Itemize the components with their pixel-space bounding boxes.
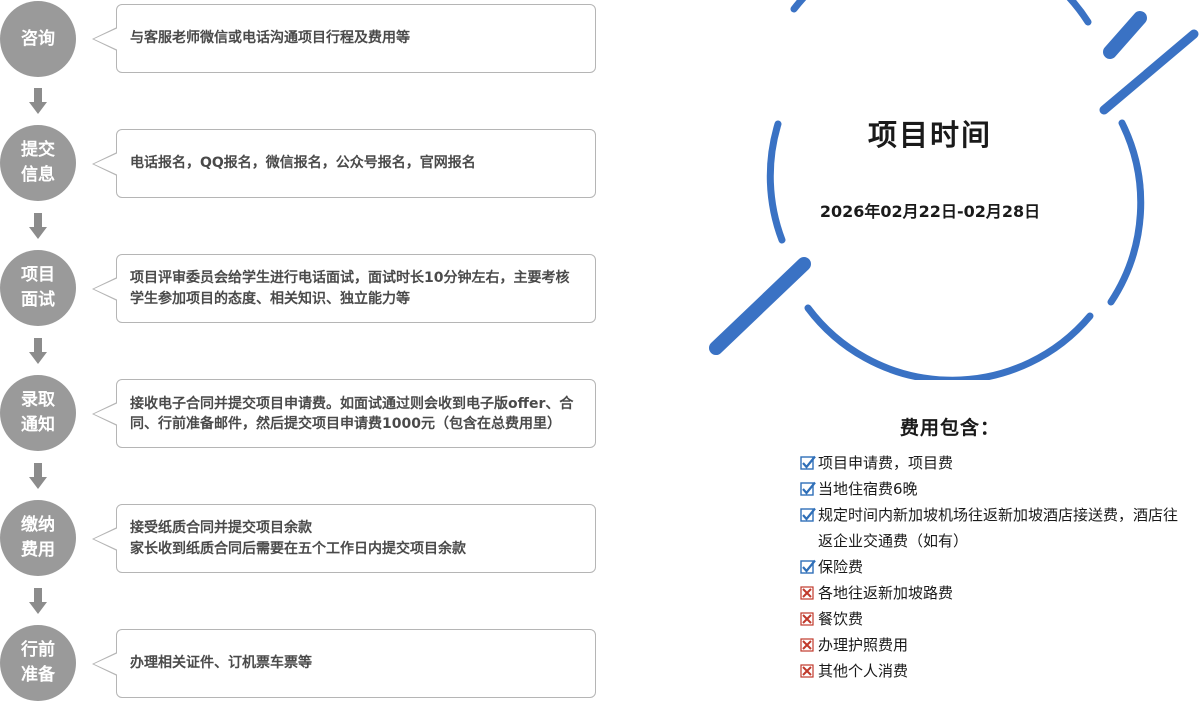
fees-heading: 费用包含： bbox=[900, 417, 1001, 439]
step-circle-submit-info: 提交信息 bbox=[0, 125, 76, 201]
step-circle-admission: 录取通知 bbox=[0, 375, 76, 451]
project-time-title: 项目时间 bbox=[867, 118, 992, 152]
step-box-preparation: 办理相关证件、订机票车票等 bbox=[92, 629, 596, 698]
step-circle-interview: 项目面试 bbox=[0, 250, 76, 326]
arrow-down-icon bbox=[29, 588, 47, 616]
check-icon bbox=[800, 507, 816, 522]
step-box-admission: 接收电子合同并提交项目申请费。如面试通过则会收到电子版offer、合同、行前准备… bbox=[92, 379, 596, 448]
step-title: 咨询 bbox=[21, 28, 55, 49]
circle-arc-top bbox=[790, 0, 1092, 26]
step-circle-payment: 缴纳费用 bbox=[0, 500, 76, 576]
step-box-interview: 项目评审委员会给学生进行电话面试，面试时长10分钟左右，主要考核学生参加项目的态… bbox=[92, 254, 596, 323]
fee-item-included: 保险费 bbox=[800, 554, 1190, 580]
arrow-down-icon bbox=[29, 213, 47, 241]
fee-item-text: 办理护照费用 bbox=[818, 636, 909, 654]
cross-icon bbox=[800, 664, 814, 678]
fee-list: 项目申请费，项目费 当地住宿费6晚 规定时间内新加坡机场往返新加坡酒店接送费，酒… bbox=[800, 450, 1190, 684]
arrow-down-icon bbox=[29, 338, 47, 366]
step-description: 项目评审委员会给学生进行电话面试，面试时长10分钟左右，主要考核学生参加项目的态… bbox=[130, 269, 570, 307]
diagonal-bar-top-short bbox=[1103, 11, 1147, 59]
step-title: 缴纳费用 bbox=[21, 515, 55, 560]
fee-item-excluded: 各地往返新加坡路费 bbox=[800, 580, 1190, 606]
check-icon bbox=[800, 455, 816, 470]
step-box-submit-info: 电话报名，QQ报名，微信报名，公众号报名，官网报名 bbox=[92, 129, 596, 198]
fee-item-excluded: 办理护照费用 bbox=[800, 632, 1190, 658]
diagonal-bar-bottom bbox=[709, 257, 811, 355]
cross-icon bbox=[800, 638, 814, 652]
step-description: 接受纸质合同并提交项目余款 家长收到纸质合同后需要在五个工作日内提交项目余款 bbox=[130, 519, 466, 557]
check-icon bbox=[800, 481, 816, 496]
step-description: 办理相关证件、订机票车票等 bbox=[130, 655, 312, 671]
circle-arc-right bbox=[1107, 119, 1145, 306]
fee-item-excluded: 其他个人消费 bbox=[800, 658, 1190, 684]
step-box-consult: 与客服老师微信或电话沟通项目行程及费用等 bbox=[92, 4, 596, 73]
time-circle-graphic bbox=[709, 0, 1199, 380]
fee-item-included: 规定时间内新加坡机场往返新加坡酒店接送费，酒店往返企业交通费（如有） bbox=[800, 502, 1190, 554]
step-description: 电话报名，QQ报名，微信报名，公众号报名，官网报名 bbox=[130, 155, 476, 171]
fee-item-text: 各地往返新加坡路费 bbox=[818, 584, 954, 602]
fee-item-text: 当地住宿费6晚 bbox=[818, 480, 918, 498]
step-title: 录取通知 bbox=[21, 390, 55, 435]
circle-arc-bottom bbox=[804, 304, 1094, 380]
arrow-down-icon bbox=[29, 463, 47, 491]
cross-icon bbox=[800, 586, 814, 600]
diagonal-bar-top-long bbox=[1099, 29, 1199, 115]
fee-item-text: 其他个人消费 bbox=[818, 662, 909, 680]
cross-icon bbox=[800, 612, 814, 626]
fee-item-text: 项目申请费，项目费 bbox=[818, 454, 954, 472]
step-title: 行前准备 bbox=[21, 640, 55, 685]
step-description: 接收电子合同并提交项目申请费。如面试通过则会收到电子版offer、合同、行前准备… bbox=[130, 395, 574, 432]
step-circle-consult: 咨询 bbox=[0, 1, 76, 77]
step-title: 提交信息 bbox=[21, 140, 55, 185]
fee-item-excluded: 餐饮费 bbox=[800, 606, 1190, 632]
check-icon bbox=[800, 559, 816, 574]
arrow-down-icon bbox=[29, 88, 47, 116]
fee-item-included: 当地住宿费6晚 bbox=[800, 476, 1190, 502]
fee-item-text: 餐饮费 bbox=[818, 610, 864, 628]
step-box-payment: 接受纸质合同并提交项目余款 家长收到纸质合同后需要在五个工作日内提交项目余款 bbox=[92, 504, 596, 573]
fee-item-included: 项目申请费，项目费 bbox=[800, 450, 1190, 476]
step-circle-preparation: 行前准备 bbox=[0, 625, 76, 701]
fee-item-text: 保险费 bbox=[818, 558, 864, 576]
step-title: 项目面试 bbox=[21, 265, 55, 310]
fee-item-text: 规定时间内新加坡机场往返新加坡酒店接送费，酒店往返企业交通费（如有） bbox=[818, 506, 1179, 550]
circle-arc-left bbox=[766, 120, 786, 244]
project-date-range: 2026年02月22日-02月28日 bbox=[819, 202, 1041, 221]
step-description: 与客服老师微信或电话沟通项目行程及费用等 bbox=[130, 30, 410, 46]
